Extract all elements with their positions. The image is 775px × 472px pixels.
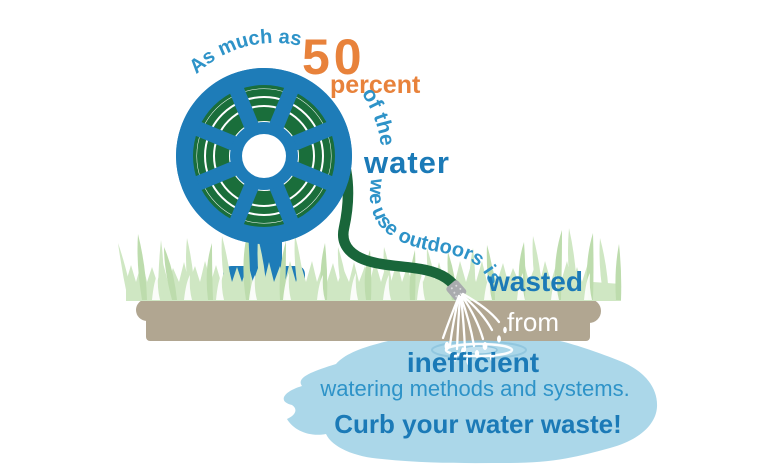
text-water: water	[363, 145, 450, 180]
ripple-icon	[431, 340, 527, 360]
text-inefficient: inefficient	[407, 347, 539, 378]
text-wasted: wasted	[487, 266, 583, 297]
puddle-icon	[283, 341, 658, 464]
reel-center-hole	[242, 134, 286, 178]
hose-reel-icon	[176, 68, 352, 244]
text-watering-methods: watering methods and systems.	[319, 376, 629, 401]
text-call-to-action: Curb your water waste!	[334, 409, 622, 439]
stat-value: 50	[302, 29, 366, 85]
garden-hose-icon	[334, 142, 465, 299]
water-droplets-icon	[444, 326, 507, 366]
hose-coils	[192, 84, 336, 228]
water-spray-icon	[441, 292, 501, 352]
text-from: from	[507, 307, 559, 337]
stat-unit-label: percent	[330, 71, 421, 99]
